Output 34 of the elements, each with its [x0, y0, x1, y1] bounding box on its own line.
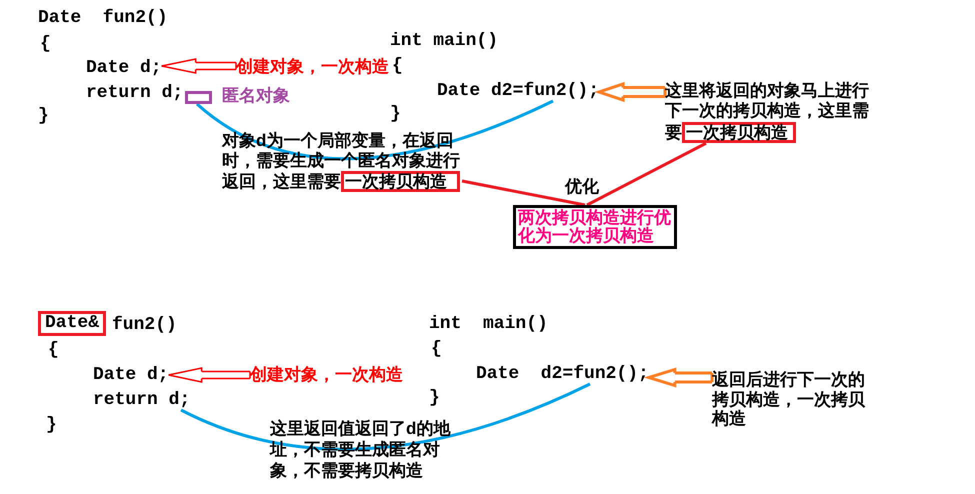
code-line: } — [429, 388, 440, 408]
code-line: } — [38, 106, 49, 126]
annotation-text: 这里将返回的对象马上进行下一次的拷贝构造，这里需要 一次拷贝构造 — [665, 80, 873, 144]
code-line: { — [431, 339, 442, 359]
code-line: int main() — [390, 31, 498, 51]
connector-line — [586, 142, 707, 206]
code-line: Date d2=fun2(); — [476, 364, 649, 384]
code-line: } — [390, 104, 401, 124]
annotation-text: 返回后进行下一次的拷贝构造，一次拷贝构造 — [712, 370, 868, 428]
block-arrow — [160, 58, 237, 74]
code-line: Date d; — [86, 58, 162, 78]
code-line: { — [40, 34, 51, 54]
code-line: Date d; — [93, 365, 169, 385]
code-line: } — [46, 415, 57, 435]
curved-line — [180, 382, 591, 451]
block-arrow — [598, 82, 666, 102]
empty-box — [185, 91, 212, 104]
block-arrow — [168, 367, 251, 383]
code-line: Date fun2() — [38, 8, 168, 28]
code-line: return d; — [86, 83, 184, 103]
code-line: return d; — [93, 390, 190, 410]
block-arrow — [647, 368, 714, 387]
code-line: int main() — [429, 314, 548, 334]
code-line: { — [48, 340, 59, 360]
code-line: { — [392, 56, 403, 76]
box-label: 匿名对象 — [222, 86, 290, 106]
annotation-text: 创建对象，一次构造 — [250, 365, 403, 385]
note-box: 两次拷贝构造进行优化为一次拷贝构造 — [513, 205, 677, 249]
highlight-box: Date& — [38, 311, 106, 336]
caption-text: 优化 — [565, 177, 599, 197]
connector-line — [462, 180, 586, 206]
code-line: Date d2=fun2(); — [437, 81, 600, 101]
annotation-text: 创建对象，一次构造 — [236, 57, 389, 77]
code-line: fun2() — [112, 315, 177, 335]
